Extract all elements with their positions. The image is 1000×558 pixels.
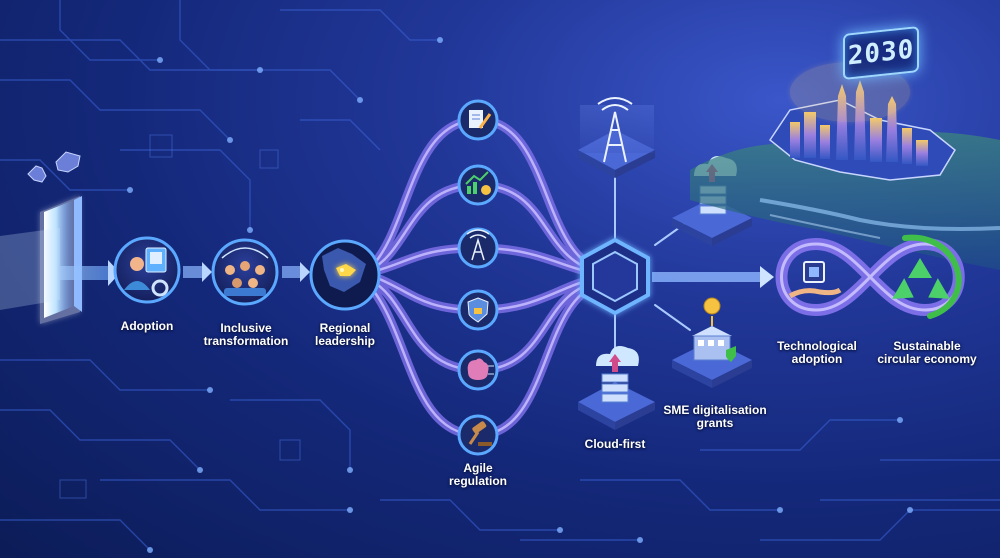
cell-tower-tile [578, 97, 655, 178]
label-line: regulation [448, 474, 507, 488]
asia-globe-icon [322, 248, 366, 292]
branch-node-antenna [457, 227, 499, 269]
document-pen-icon [469, 110, 492, 129]
label-agile-regulation: Agile regulation [438, 462, 518, 488]
label-inclusive-transformation: Inclusive transformation [198, 322, 294, 348]
sme-grant-tile [672, 297, 752, 388]
antenna-icon [466, 229, 490, 261]
branch-node-document [457, 99, 499, 141]
node-inclusive-transformation [211, 238, 279, 306]
brain-circuit-icon [467, 358, 494, 380]
label-line: transformation [203, 334, 289, 348]
branch-node-regulation [457, 414, 499, 456]
doorway-icon [0, 196, 82, 324]
label-line: Sustainable [893, 339, 961, 353]
growth-chart-icon [465, 171, 491, 195]
shield-lock-icon [467, 297, 489, 323]
year-2030-badge: 2030 [843, 26, 919, 80]
label-line: SME digitalisation [663, 403, 767, 417]
node-adoption [113, 236, 181, 304]
label-line: Agile [463, 461, 493, 475]
label-cloud-first: Cloud-first [584, 437, 646, 451]
tablet-gear-icon [124, 247, 169, 297]
circuit-dots [127, 37, 913, 553]
cell-tower-icon [597, 97, 633, 163]
label-line: Inclusive [220, 321, 272, 335]
city-skyline-icon [768, 62, 956, 181]
gavel-icon [468, 421, 492, 446]
label-technological-adoption: Technological adoption [772, 340, 862, 366]
branch-node-growth [457, 164, 499, 206]
flow-arrows [60, 260, 774, 288]
hexagon-hub-icon [580, 237, 650, 316]
label-circular-economy: Sustainable circular economy [868, 340, 986, 366]
node-regional-leadership [309, 239, 381, 311]
cloud-first-tile [578, 346, 655, 430]
label-sme-grants: SME digitalisation grants [655, 404, 775, 430]
label-line: adoption [791, 352, 843, 366]
people-network-icon [221, 247, 269, 296]
label-line: leadership [314, 334, 376, 348]
label-line: circular economy [877, 352, 977, 366]
infinity-loop [775, 234, 965, 319]
label-line: Technological [777, 339, 857, 353]
label-regional-leadership: Regional leadership [305, 322, 385, 348]
recycle-icon [892, 258, 950, 299]
chip-hand-icon [788, 261, 842, 299]
branch-node-security [457, 289, 499, 331]
label-line: Regional [319, 321, 371, 335]
cloud-server-icon [596, 346, 639, 403]
label-adoption: Adoption [120, 319, 174, 333]
chip-blocks [59, 134, 301, 499]
label-line: grants [696, 416, 734, 430]
map-icon [27, 151, 81, 183]
branch-node-ai [457, 349, 499, 391]
building-grant-icon [692, 297, 736, 362]
